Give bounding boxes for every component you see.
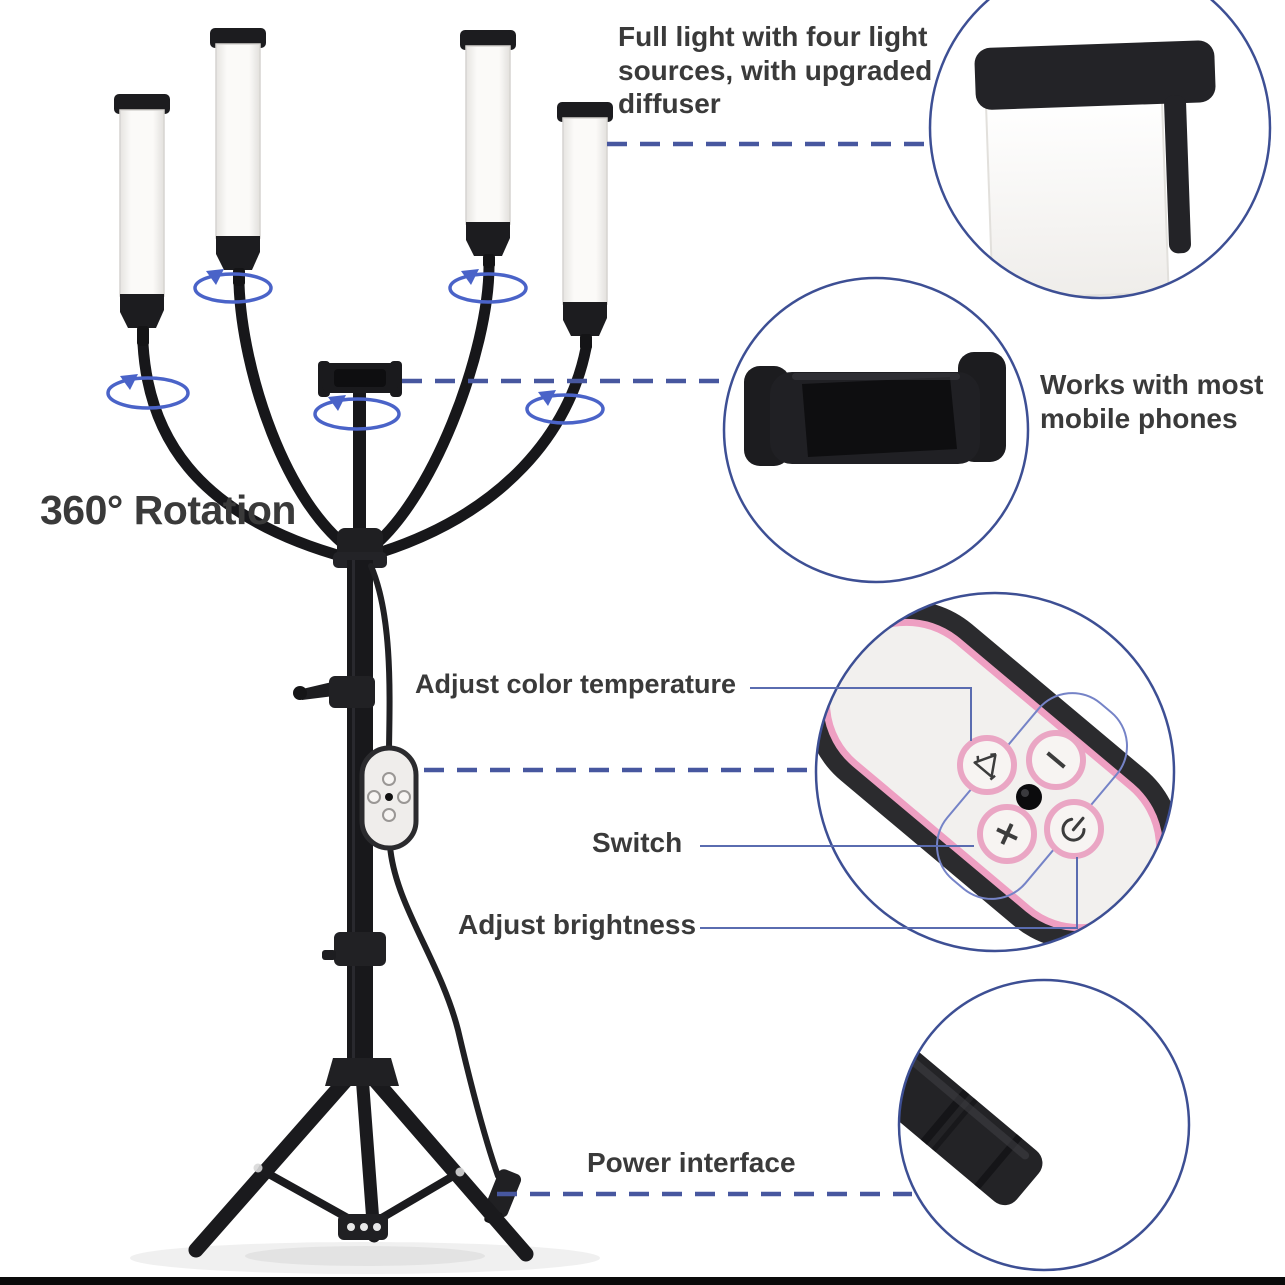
bottom-bar bbox=[0, 1277, 1285, 1285]
light-wand-3 bbox=[460, 30, 516, 268]
power-interface-label: Power interface bbox=[587, 1147, 796, 1178]
floor-shadow bbox=[130, 1242, 600, 1274]
dashed-callout-lines bbox=[402, 141, 926, 1197]
power-connector-detail bbox=[899, 1037, 1043, 1206]
solid-callout-lines bbox=[700, 687, 1078, 929]
phone-holder bbox=[318, 361, 402, 545]
power-button-icon bbox=[1044, 799, 1104, 859]
gooseneck-arm-2 bbox=[233, 278, 360, 558]
indicator-dot bbox=[1016, 784, 1042, 810]
tripod-leg-right bbox=[360, 1064, 534, 1262]
adjust-color-temp-label: Adjust color temperature bbox=[415, 669, 737, 699]
remote-control bbox=[359, 745, 419, 851]
rotation-arrow-icon bbox=[193, 269, 273, 304]
light-head-detail-circle bbox=[928, 0, 1272, 300]
rotation-arrows bbox=[106, 269, 605, 431]
power-connector-detail-circle bbox=[897, 978, 1191, 1272]
adjust-brightness-label: Adjust brightness bbox=[458, 909, 697, 940]
light-wand-2 bbox=[210, 28, 266, 286]
rotation-arrow-icon bbox=[313, 395, 401, 431]
pole-clamp-lower bbox=[322, 932, 386, 966]
rotation-label: 360° Rotation bbox=[40, 487, 296, 533]
plus-button-icon bbox=[977, 804, 1037, 864]
light-wand-4 bbox=[557, 102, 613, 350]
rotation-arrow-icon bbox=[106, 374, 190, 410]
full-light-label: Full light with four light sources, with… bbox=[618, 21, 933, 120]
works-with-label: Works with most mobile phones bbox=[1040, 369, 1264, 434]
switch-label: Switch bbox=[592, 827, 683, 858]
phone-holder-detail-circle bbox=[722, 276, 1030, 584]
color-temp-button-icon bbox=[957, 735, 1017, 795]
pole-clamp-upper bbox=[293, 676, 375, 708]
tripod bbox=[188, 1058, 534, 1262]
rotation-arrow-icon bbox=[525, 390, 605, 425]
phone-clamp-detail bbox=[744, 352, 1006, 466]
light-wand-1 bbox=[114, 94, 170, 346]
tripod-leg-center bbox=[355, 1068, 381, 1243]
power-cable bbox=[368, 563, 501, 1179]
callout-line-color-temp bbox=[750, 687, 972, 741]
rotation-arrow-icon bbox=[448, 269, 528, 304]
tripod-leg-left bbox=[188, 1064, 361, 1258]
minus-button-icon bbox=[1026, 730, 1086, 790]
tripod-collar bbox=[325, 1058, 399, 1086]
callout-line-brightness bbox=[700, 857, 1078, 929]
